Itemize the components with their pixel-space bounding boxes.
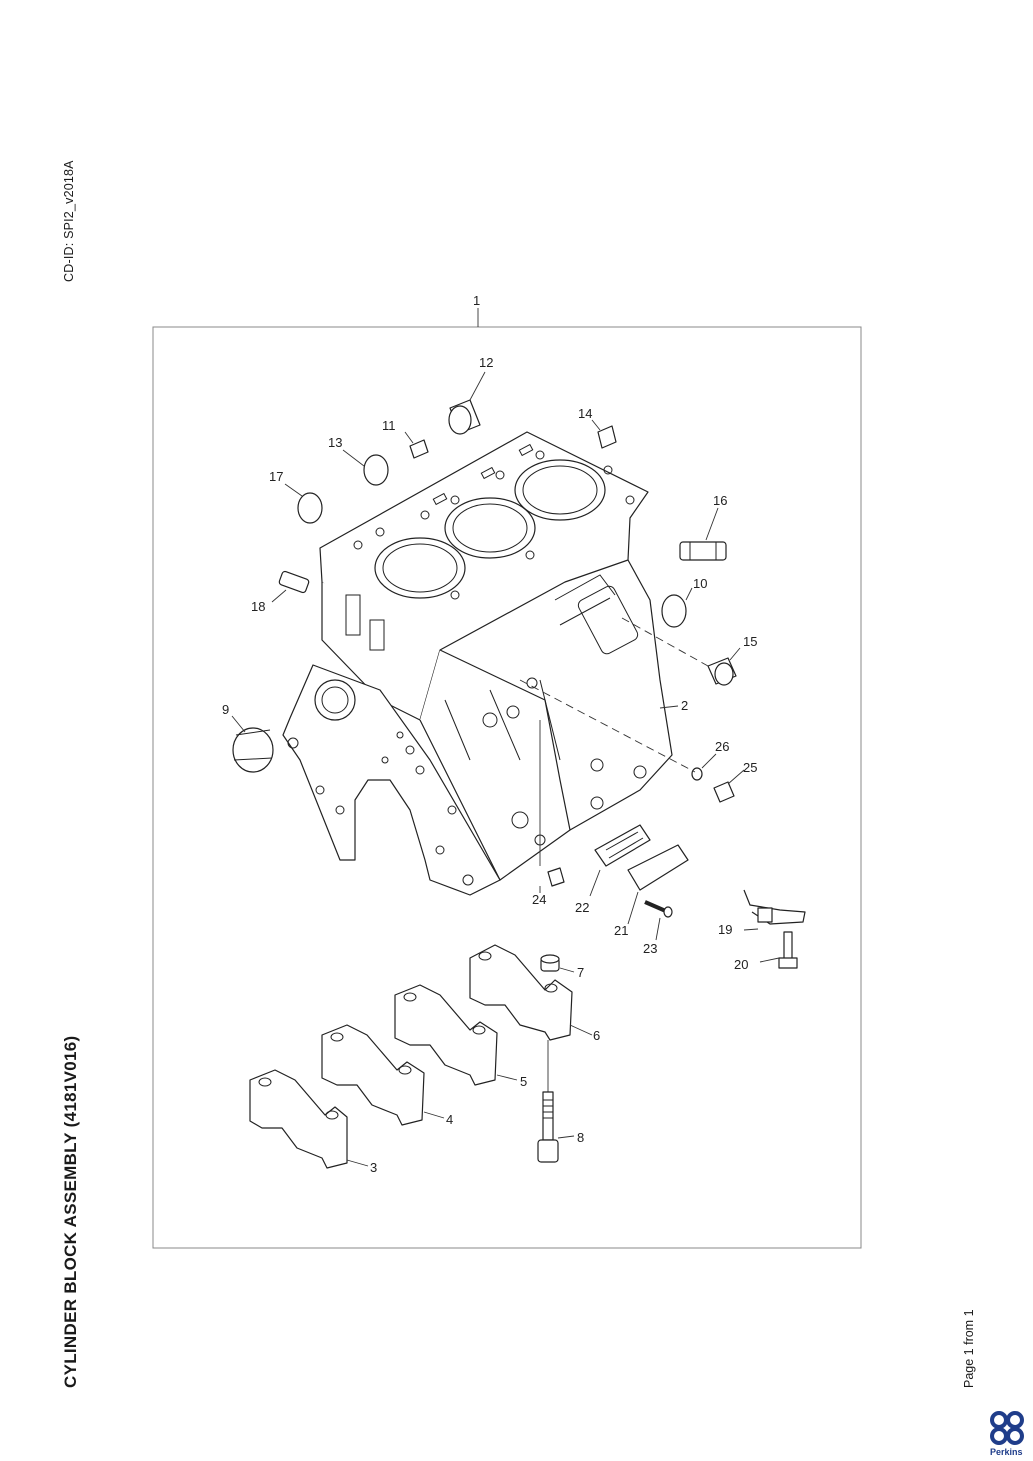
part-9: 9 — [222, 702, 274, 773]
part-23: 23 — [643, 900, 673, 956]
part-4: 4 — [321, 1024, 453, 1127]
part-17: 17 — [269, 469, 323, 524]
part-16: 16 — [679, 493, 727, 561]
part-8: 8 — [537, 1040, 584, 1163]
part-6: 6 — [469, 944, 600, 1043]
perkins-logo-icon — [990, 1411, 1024, 1445]
part-14: 14 — [578, 406, 617, 449]
part-11: 11 — [382, 418, 429, 459]
part-7: 7 — [540, 954, 584, 980]
part-26: 26 — [519, 679, 729, 781]
callout-13: 13 — [328, 435, 342, 450]
part-18: 18 — [251, 570, 310, 614]
callout-24: 24 — [532, 892, 546, 907]
diagram-frame — [152, 326, 862, 1249]
cylinder-block — [282, 431, 673, 896]
callout-8: 8 — [577, 1130, 584, 1145]
part-20: 20 — [734, 931, 798, 972]
callout-15: 15 — [743, 634, 757, 649]
callout-10: 10 — [693, 576, 707, 591]
part-3: 3 — [249, 1069, 377, 1175]
callout-23: 23 — [643, 941, 657, 956]
callout-2: 2 — [681, 698, 688, 713]
callout-17: 17 — [269, 469, 283, 484]
callout-1: 1 — [473, 293, 480, 308]
part-22: 22 — [575, 824, 651, 915]
callout-5: 5 — [520, 1074, 527, 1089]
part-25: 25 — [713, 760, 757, 803]
callout-21: 21 — [614, 923, 628, 938]
part-12: 12 — [448, 355, 493, 435]
part-5: 5 — [394, 984, 527, 1089]
callout-14: 14 — [578, 406, 592, 421]
callout-19: 19 — [718, 922, 732, 937]
part-19: 19 — [718, 889, 806, 937]
callout-4: 4 — [446, 1112, 453, 1127]
callout-7: 7 — [577, 965, 584, 980]
part-13: 13 — [328, 435, 389, 486]
callout-16: 16 — [713, 493, 727, 508]
part-24: 24 — [532, 720, 565, 907]
part-21: 21 — [614, 844, 689, 938]
callout-11: 11 — [382, 418, 396, 433]
part-10: 10 — [661, 576, 707, 628]
callout-26: 26 — [715, 739, 729, 754]
part-15: 15 — [621, 617, 757, 686]
callout-3: 3 — [370, 1160, 377, 1175]
callout-20: 20 — [734, 957, 748, 972]
callout-12: 12 — [479, 355, 493, 370]
callout-9: 9 — [222, 702, 229, 717]
callout-22: 22 — [575, 900, 589, 915]
brand-wordmark: Perkins — [990, 1447, 1023, 1457]
callout-18: 18 — [251, 599, 265, 614]
callout-25: 25 — [743, 760, 757, 775]
callout-6: 6 — [593, 1028, 600, 1043]
